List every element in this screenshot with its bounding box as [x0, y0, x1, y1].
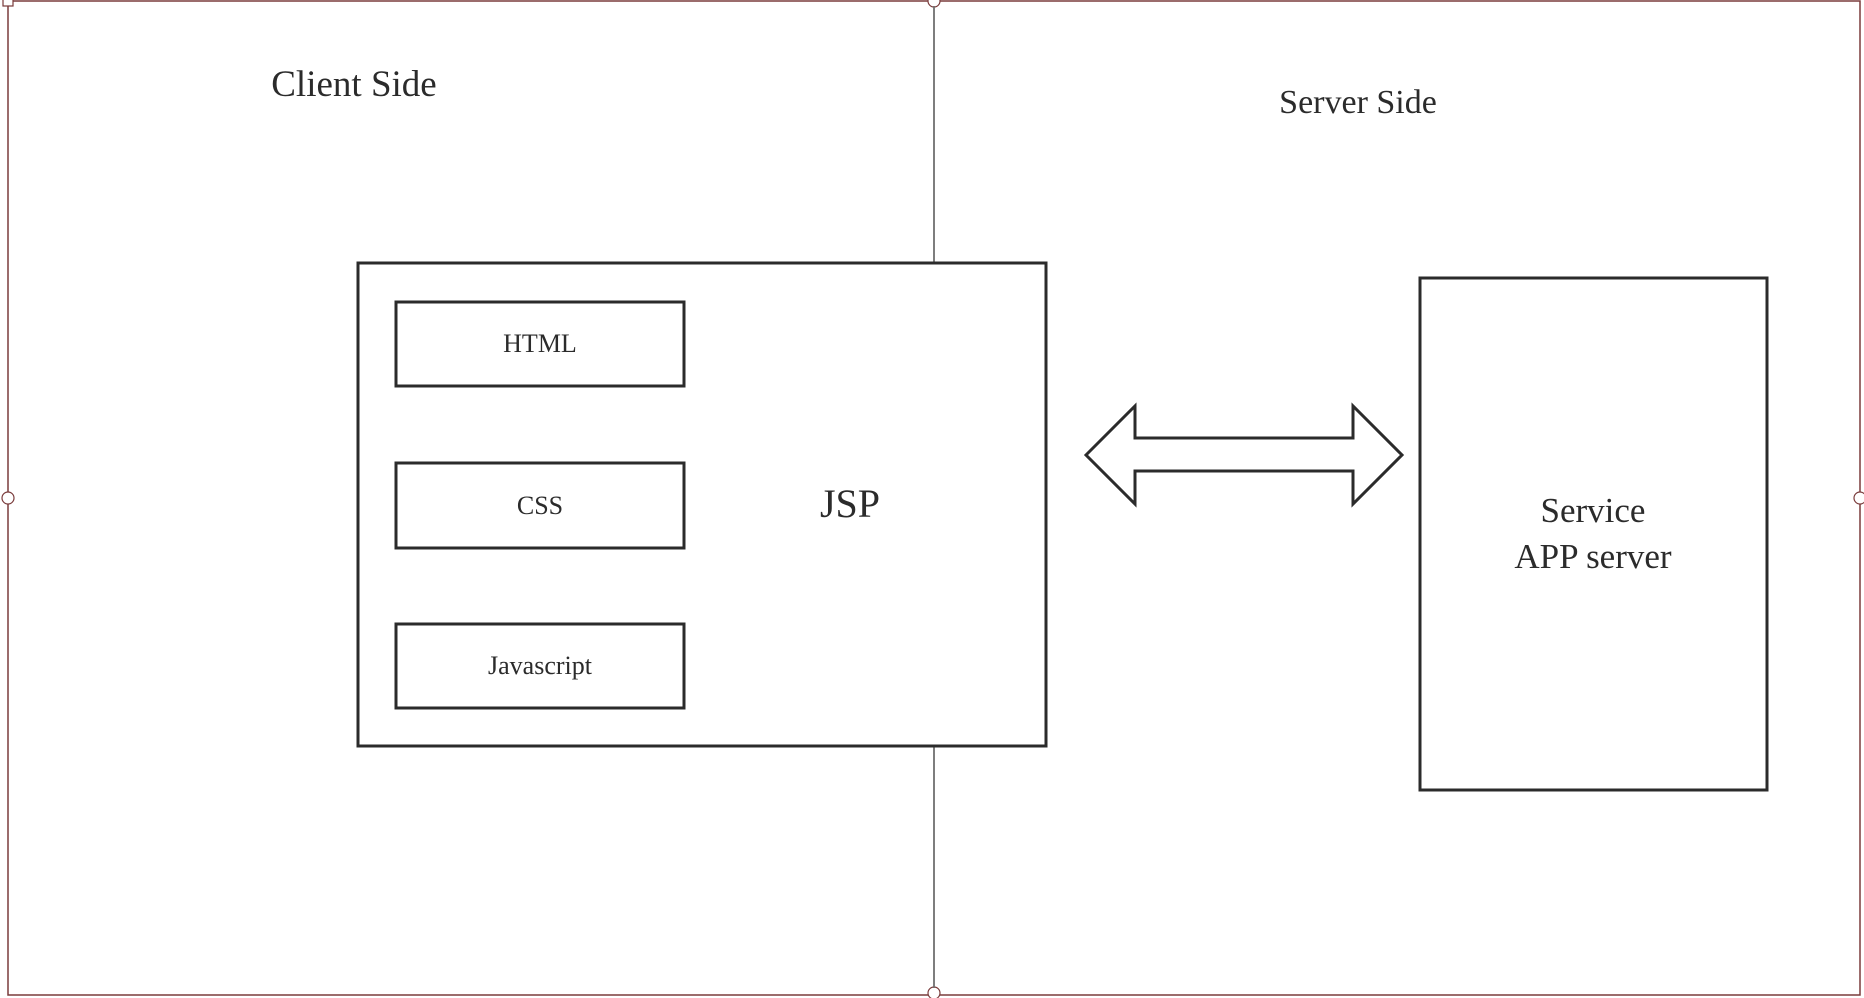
app-server-label: APP server — [1514, 537, 1672, 576]
html-box[interactable] — [394, 300, 686, 388]
service-label: Service — [1541, 491, 1646, 530]
jsp-label: JSP — [820, 481, 880, 526]
selection-handle-top-left[interactable] — [2, 0, 14, 7]
server-side-label: Server Side — [1279, 84, 1437, 121]
selection-handle-top-middle[interactable] — [927, 0, 941, 8]
selection-handle-middle-left[interactable] — [1, 491, 15, 505]
css-box[interactable] — [394, 461, 686, 550]
selection-handle-middle-right[interactable] — [1853, 491, 1864, 505]
html-label: HTML — [503, 329, 577, 358]
javascript-label: Javascript — [488, 651, 593, 680]
css-label: CSS — [517, 491, 563, 520]
javascript-box[interactable] — [394, 622, 686, 710]
service-box[interactable] — [1418, 276, 1769, 792]
client-side-label: Client Side — [271, 64, 436, 105]
selection-handle-bottom-middle[interactable] — [927, 986, 941, 998]
bidirectional-arrow[interactable] — [1083, 402, 1405, 508]
